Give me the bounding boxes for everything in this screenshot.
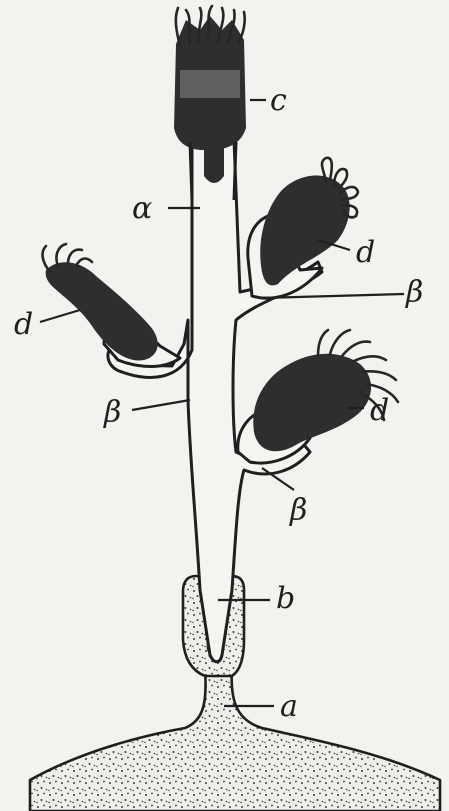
label-c: c xyxy=(270,83,287,118)
polyp-d-lower-right-body xyxy=(253,354,371,452)
leader-d-left xyxy=(40,310,80,322)
label-d-left: d xyxy=(14,307,33,342)
label-beta-lower-right: β xyxy=(289,493,307,528)
substrate-mound xyxy=(30,668,440,811)
label-alpha: α xyxy=(132,191,152,226)
polyp-c-hypostome xyxy=(204,140,224,183)
leader-beta-left xyxy=(132,400,190,410)
label-beta-upper-right: β xyxy=(405,275,423,310)
label-a: a xyxy=(280,689,298,724)
polyp-c-highlight xyxy=(180,70,240,98)
label-beta-left: β xyxy=(103,395,121,430)
label-d-lower-right: d xyxy=(370,393,389,428)
polyp-d-left-body xyxy=(46,262,158,360)
label-b: b xyxy=(276,581,295,616)
label-d-upper-right: d xyxy=(356,235,375,270)
